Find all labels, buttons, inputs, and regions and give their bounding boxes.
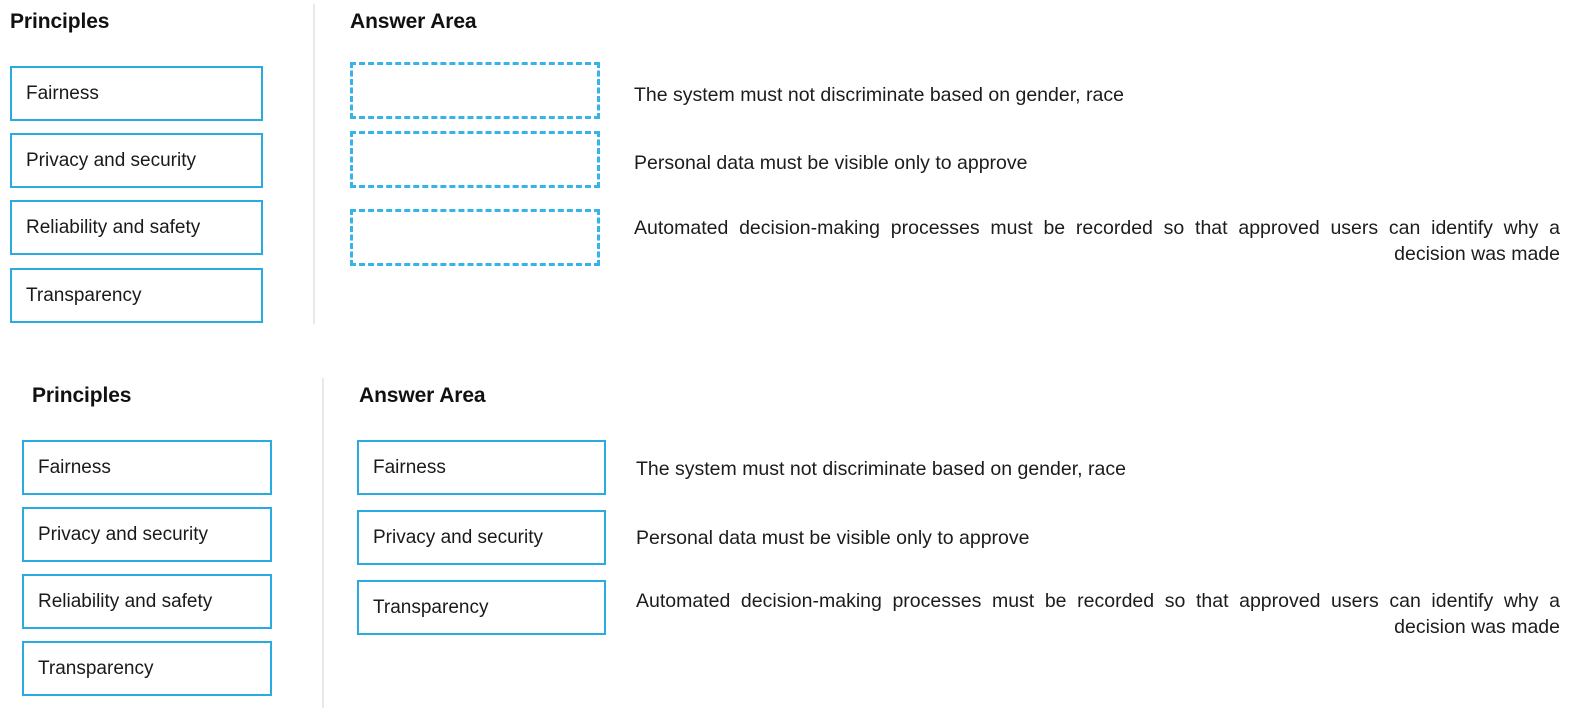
principle-tile-label: Privacy and security bbox=[38, 524, 209, 545]
principle-tile-label: Privacy and security bbox=[26, 150, 197, 171]
principle-tile-label: Transparency bbox=[26, 285, 142, 306]
principle-tile-fairness[interactable]: Fairness bbox=[10, 66, 263, 121]
principle-tile-fairness[interactable]: Fairness bbox=[22, 440, 272, 495]
requirement-statement: Automated decision-making processes must… bbox=[634, 217, 1560, 266]
answer-dropzone-1[interactable] bbox=[350, 62, 600, 119]
principle-tile-label: Reliability and safety bbox=[26, 217, 201, 238]
requirement-statement: The system must not discriminate based o… bbox=[636, 458, 1126, 480]
question-section: Principles Answer Area Fairness Privacy … bbox=[10, 4, 1560, 324]
principle-tile-label: Fairness bbox=[38, 457, 111, 478]
placed-answer-3[interactable]: Transparency bbox=[357, 580, 606, 635]
principle-tile-privacy-and-security[interactable]: Privacy and security bbox=[10, 133, 263, 188]
answer-dropzone-3[interactable] bbox=[350, 209, 600, 266]
principle-tile-label: Transparency bbox=[38, 658, 154, 679]
requirement-statement: The system must not discriminate based o… bbox=[634, 84, 1124, 106]
requirement-statement: Automated decision-making processes must… bbox=[636, 590, 1560, 639]
principles-heading: Principles bbox=[32, 384, 132, 407]
placed-answer-label: Transparency bbox=[373, 597, 489, 618]
requirement-statement: Personal data must be visible only to ap… bbox=[634, 152, 1028, 174]
principle-tile-label: Reliability and safety bbox=[38, 591, 213, 612]
answer-area-heading: Answer Area bbox=[350, 10, 477, 33]
principle-tile-reliability-and-safety[interactable]: Reliability and safety bbox=[22, 574, 272, 629]
principle-tile-reliability-and-safety[interactable]: Reliability and safety bbox=[10, 200, 263, 255]
principle-tile-transparency[interactable]: Transparency bbox=[22, 641, 272, 696]
placed-answer-1[interactable]: Fairness bbox=[357, 440, 606, 495]
principle-tile-privacy-and-security[interactable]: Privacy and security bbox=[22, 507, 272, 562]
principle-tile-transparency[interactable]: Transparency bbox=[10, 268, 263, 323]
column-divider bbox=[313, 4, 315, 324]
principles-heading: Principles bbox=[10, 10, 110, 33]
answer-dropzone-2[interactable] bbox=[350, 131, 600, 188]
answer-key-section: Principles Answer Area Fairness Privacy … bbox=[0, 368, 1573, 720]
requirement-statement: Personal data must be visible only to ap… bbox=[636, 527, 1030, 549]
placed-answer-label: Privacy and security bbox=[373, 527, 544, 548]
column-divider bbox=[322, 378, 324, 708]
placed-answer-label: Fairness bbox=[373, 457, 446, 478]
principle-tile-label: Fairness bbox=[26, 83, 99, 104]
answer-area-heading: Answer Area bbox=[359, 384, 486, 407]
placed-answer-2[interactable]: Privacy and security bbox=[357, 510, 606, 565]
